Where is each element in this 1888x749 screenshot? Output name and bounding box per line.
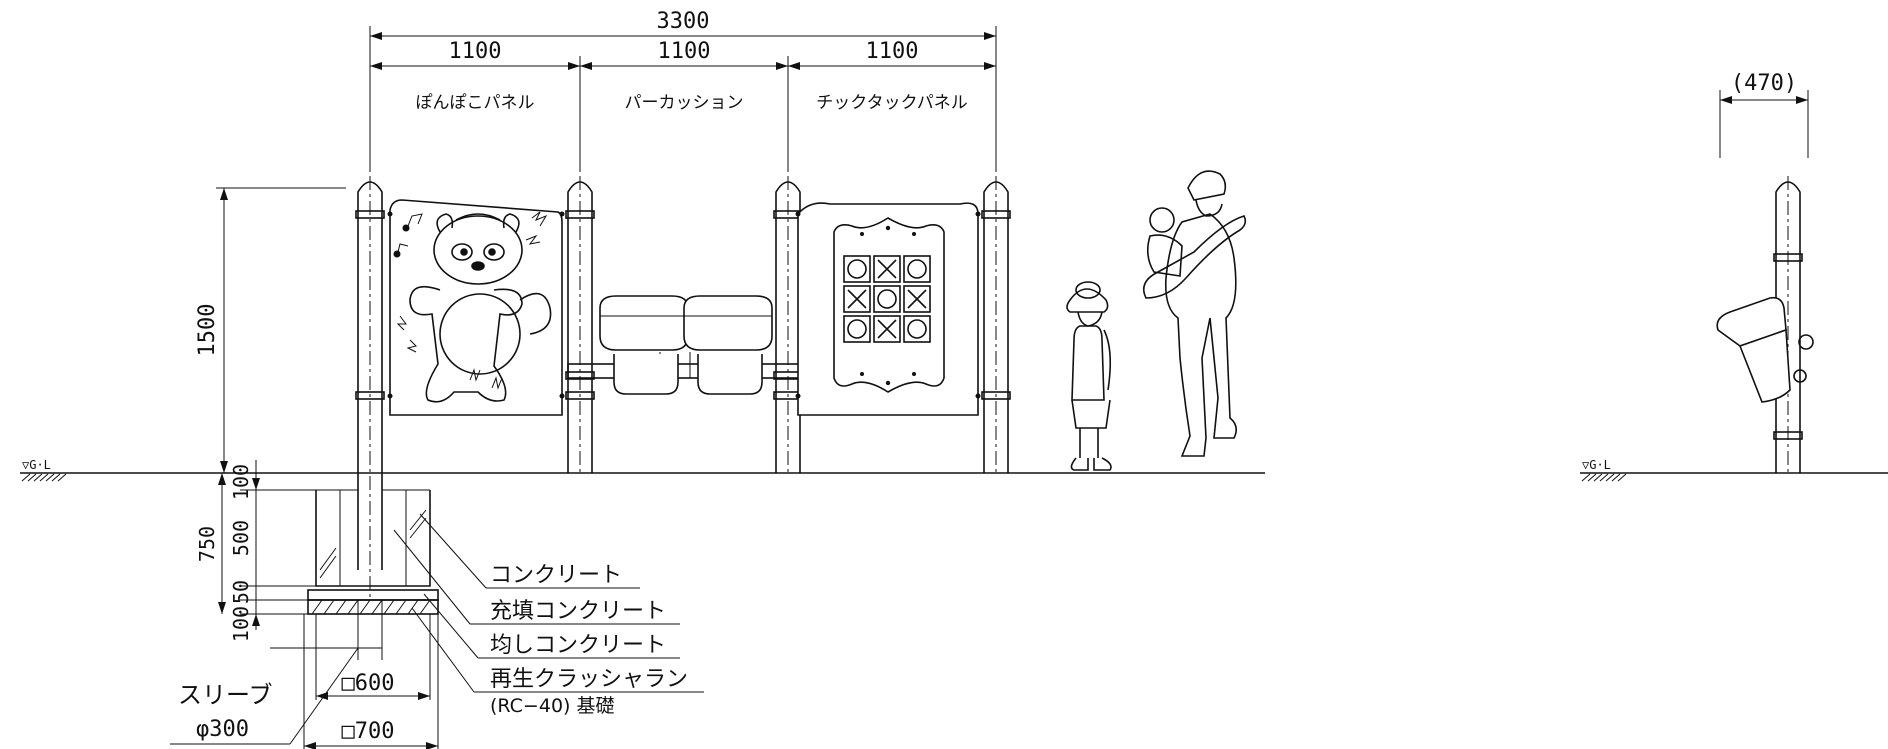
music-note-icons [393,211,548,390]
raccoon-icon [409,213,552,403]
gl-label-front: ▽G·L [22,458,51,472]
ground-hatch-side [1581,473,1627,482]
child-figure [1066,281,1112,471]
dim-square-600: □600 [342,671,395,696]
post-2 [567,176,593,473]
ttt-x-mark [847,289,867,309]
plan-dimensions: □600 □700 [303,614,439,749]
ttt-x-mark [907,289,927,309]
dim-50: 50 [229,580,253,604]
crusher-hatch [311,599,431,615]
label-percussion: パーカッション [625,93,744,113]
dim-1500: 1500 [195,304,220,357]
leveling-concrete [307,589,439,601]
ttt-x-mark [877,319,897,339]
dim-500: 500 [229,520,253,556]
post-brackets [355,210,1011,400]
crusher-base [307,599,439,615]
dim-750: 750 [195,526,219,562]
drum-right [683,295,773,395]
label-fill-concrete: 充填コンクリート [490,599,666,624]
label-sleeve-dia: φ300 [196,717,249,742]
adult-figure [1142,170,1247,457]
dim-470: (470) [1731,71,1797,96]
label-sleeve: スリーブ [178,681,273,709]
dim-100-top: 100 [229,464,253,500]
ttt-cell [873,255,901,283]
label-concrete: コンクリート [490,563,622,588]
ttt-x-mark [877,259,897,279]
foundation [307,489,439,660]
label-foundation: (RC−40) 基礎 [490,695,614,717]
height-dimension: 1500 [195,187,346,473]
dim-100-bottom: 100 [229,606,253,642]
ground-hatch-front [21,473,67,482]
dim-3300: 3300 [657,9,710,34]
ttt-cell [903,315,931,343]
post-4 [983,176,1009,473]
label-tictac-panel: チックタックパネル [816,93,967,113]
label-leveling-concrete: 均しコンクリート [490,633,666,658]
overall-dimension: 3300 [370,9,996,40]
label-recycled-crusher: 再生クラッシャラン [490,667,688,692]
ttt-o-mark [877,289,897,309]
ttt-o-mark [847,319,867,339]
side-view: (470) [1716,71,1814,473]
foundation-dimensions: 750 100 500 50 100 [195,460,316,642]
ttt-o-mark [907,259,927,279]
ttt-cell [873,315,901,343]
dim-1100-b: 1100 [658,39,711,64]
ttt-cell [843,315,871,343]
label-ponpoko-panel: ぽんぽこパネル [416,93,535,113]
ttt-cell [903,255,931,283]
ttt-cell [903,285,931,313]
post-3 [775,176,801,473]
segment-dimensions: 1100 1100 1100 [370,39,996,70]
ttt-cell [843,255,871,283]
dim-square-700: □700 [342,719,395,744]
tictac-panel [795,202,981,416]
leader-lines [393,513,704,693]
drum-left [599,295,689,395]
ttt-cell [873,285,901,313]
sleeve-callout: スリーブ φ300 [170,647,382,745]
tictactoe-grid [843,255,931,343]
ponpoko-panel [387,199,565,416]
post-1 [357,176,383,600]
percussion-drums [567,295,801,395]
dim-1100-a: 1100 [449,39,502,64]
ttt-cell [843,285,871,313]
ttt-o-mark [907,319,927,339]
dim-1100-c: 1100 [866,39,919,64]
gl-label-side: ▽G·L [1582,458,1611,472]
ttt-o-mark [847,259,867,279]
